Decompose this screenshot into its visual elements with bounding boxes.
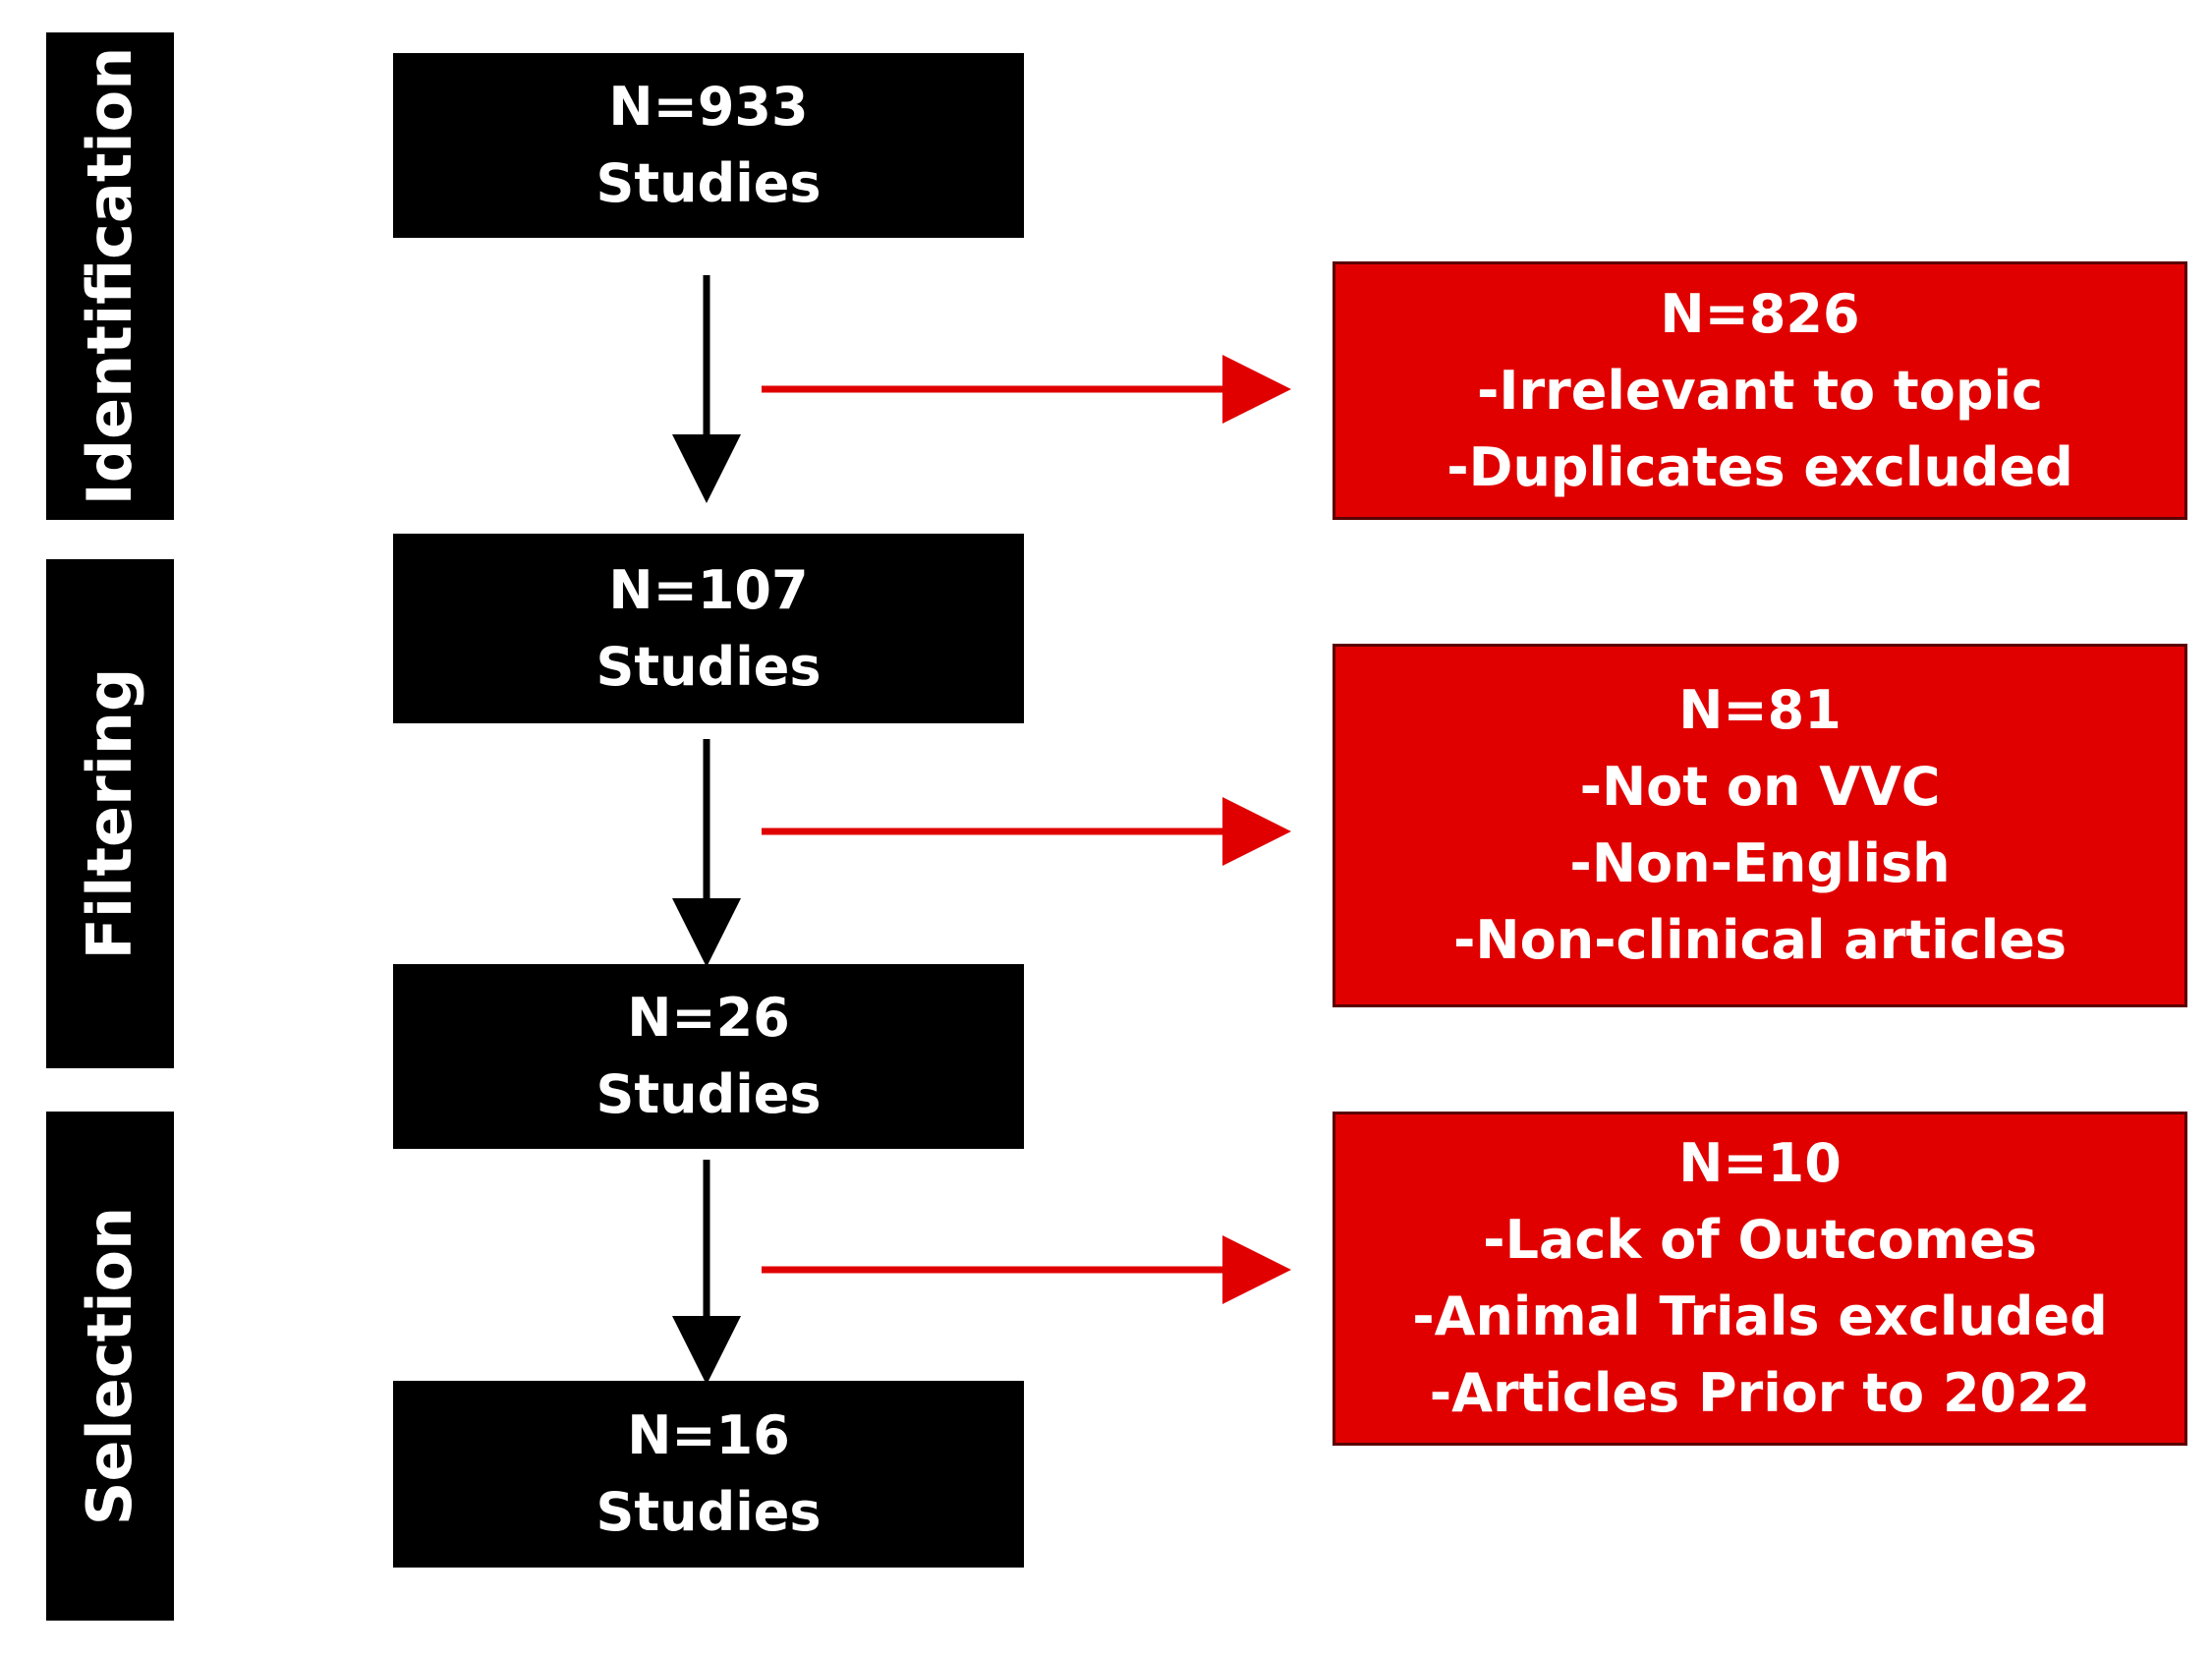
exclusion-box-3: N=10 -Lack of Outcomes -Animal Trials ex… (1333, 1112, 2187, 1446)
flow-box-count: N=16 (627, 1404, 790, 1466)
exclusion-reason: -Non-English (1569, 832, 1951, 894)
flow-box-screened: N=26 Studies (393, 964, 1024, 1149)
exclusion-reason: -Lack of Outcomes (1483, 1209, 2037, 1271)
exclusion-box-1: N=826 -Irrelevant to topic -Duplicates e… (1333, 261, 2187, 520)
exclusion-reason: -Duplicates excluded (1446, 435, 2073, 498)
exclusion-count: N=81 (1678, 679, 1842, 741)
flow-box-identified: N=933 Studies (393, 53, 1024, 238)
exclusion-count: N=10 (1678, 1132, 1842, 1194)
flow-box-filtered: N=107 Studies (393, 534, 1024, 723)
exclusion-box-2: N=81 -Not on VVC -Non-English -Non-clini… (1333, 644, 2187, 1007)
phase-selection: Selection (46, 1112, 174, 1621)
exclusion-count: N=826 (1660, 282, 1860, 345)
flow-box-count: N=26 (627, 987, 790, 1049)
exclusion-reason: -Non-clinical articles (1453, 909, 2067, 971)
exclusion-reason: -Articles Prior to 2022 (1429, 1362, 2091, 1424)
exclusion-reason: -Animal Trials excluded (1412, 1285, 2108, 1347)
flow-box-unit: Studies (596, 152, 822, 214)
flow-box-count: N=107 (608, 558, 809, 621)
flow-box-included: N=16 Studies (393, 1381, 1024, 1568)
exclusion-reason: -Irrelevant to topic (1476, 359, 2044, 422)
phase-identification: Identification (46, 32, 174, 520)
flow-box-unit: Studies (596, 1063, 822, 1125)
phase-filtering: Filtering (46, 559, 174, 1068)
flow-box-unit: Studies (596, 1481, 822, 1543)
flow-box-unit: Studies (596, 635, 822, 698)
exclusion-reason: -Not on VVC (1579, 756, 1941, 818)
flow-box-count: N=933 (608, 76, 809, 138)
